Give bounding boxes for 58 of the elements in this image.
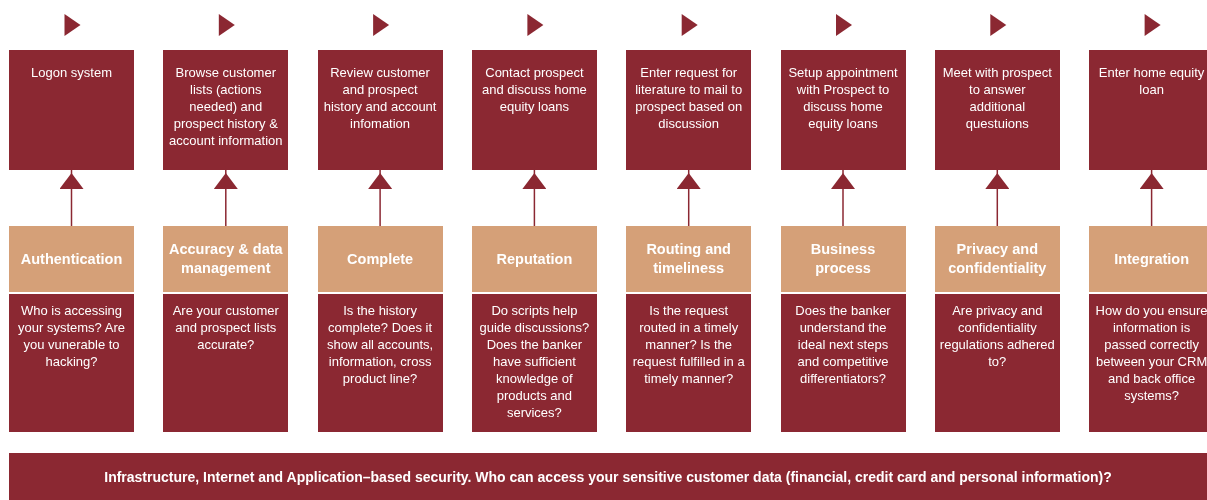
question-box: [471, 294, 597, 432]
step-box: [471, 50, 597, 170]
question-box: [9, 294, 134, 432]
step-box: [163, 50, 289, 170]
step-box: [317, 50, 443, 170]
arrow: [985, 169, 1010, 227]
category-header: [626, 226, 752, 292]
category-header: [317, 226, 443, 292]
question-box: [780, 294, 906, 432]
question-box: [934, 294, 1060, 432]
question-box: [626, 294, 752, 432]
box-text: Do scripts help guide discussions? Does the banker have sufficient knowledge of products and services?: [479, 303, 590, 420]
box-text: Are your customer and prospect lists accurate?: [172, 303, 279, 352]
category-title: Routing and timeliness: [645, 240, 732, 278]
box-text: Enter home equity loan: [1098, 65, 1205, 97]
box-text: Is the request routed in a timely manner? Is the request fulfilled in a timely manner?: [632, 303, 745, 386]
category-header: [9, 226, 134, 292]
security-banner: [9, 453, 1207, 500]
box-text: Logon system: [31, 65, 112, 80]
question-box: [163, 294, 289, 432]
category-title: Reputation: [496, 249, 573, 269]
step-box: [1089, 50, 1207, 170]
category-header: [780, 226, 906, 292]
arrow: [676, 169, 701, 227]
step-box: [9, 50, 134, 170]
box-text: Setup appointment with Prospect to discuss home equity loans: [788, 65, 898, 131]
step-box: [780, 50, 906, 170]
category-header: [934, 226, 1060, 292]
box-text: Does the banker understand the ideal next steps and competitive differentiators?: [795, 303, 891, 386]
question-box: [1089, 294, 1207, 432]
arrow: [1139, 169, 1164, 227]
box-text: Contact prospect and discuss home equity loans: [482, 65, 587, 114]
box-text: Browse customer lists (actions needed) and prospect history & account information: [169, 65, 283, 148]
arrow: [213, 169, 238, 227]
step-box: [626, 50, 752, 170]
arrow: [831, 169, 855, 227]
arrow: [368, 169, 393, 227]
step-box: [934, 50, 1060, 170]
box-text: Infrastructure, Internet and Application–based security. Who can access your sensitive customer data (financial, credit card and personal information)?: [104, 468, 1112, 485]
category-title: Business process: [809, 240, 877, 278]
category-title: Authentication: [20, 249, 123, 269]
category-header: [163, 226, 289, 292]
box-text: Meet with prospect to answer additional questuions: [942, 65, 1052, 131]
arrow: [59, 169, 84, 227]
box-text: Review customer and prospect history and account infomation: [323, 65, 437, 131]
question-box: [317, 294, 443, 432]
category-header: [1089, 226, 1207, 292]
category-title: Accuracy & data management: [167, 240, 284, 278]
box-text: Who is accessing your systems? Are you vunerable to hacking?: [18, 303, 125, 369]
category-title: Integration: [1114, 249, 1190, 269]
box-text: Enter request for literature to mail to prospect based on discussion: [635, 65, 743, 131]
category-header: [471, 226, 597, 292]
category-title: Privacy and confidentiality: [947, 240, 1048, 278]
box-text: How do you ensure information is passed correctly between your CRM and back office systems?: [1095, 303, 1207, 403]
arrow: [522, 169, 547, 227]
category-title: Complete: [347, 249, 414, 269]
box-text: Are privacy and confidentiality regulations adhered to?: [939, 303, 1055, 369]
box-text: Is the history complete? Does it show all accounts, information, cross product line?: [326, 303, 434, 386]
